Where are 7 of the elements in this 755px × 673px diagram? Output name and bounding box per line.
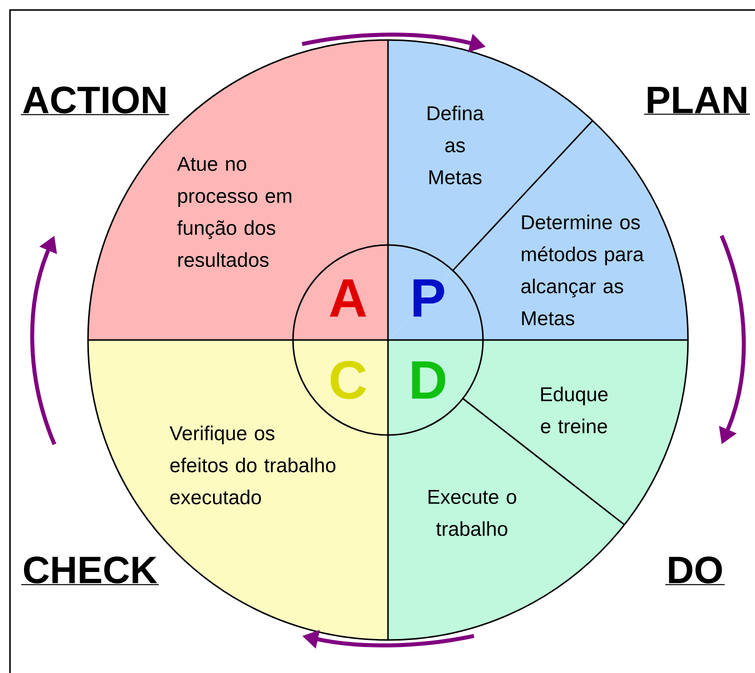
letter: C: [330, 360, 366, 400]
quadrant-title: PLAN: [644, 86, 750, 115]
letter: D: [412, 361, 446, 399]
node-label: Eduque e treine: [540, 386, 608, 434]
quadrant-title: DO: [664, 556, 726, 586]
letter: P: [414, 279, 444, 317]
letter: A: [330, 279, 366, 317]
